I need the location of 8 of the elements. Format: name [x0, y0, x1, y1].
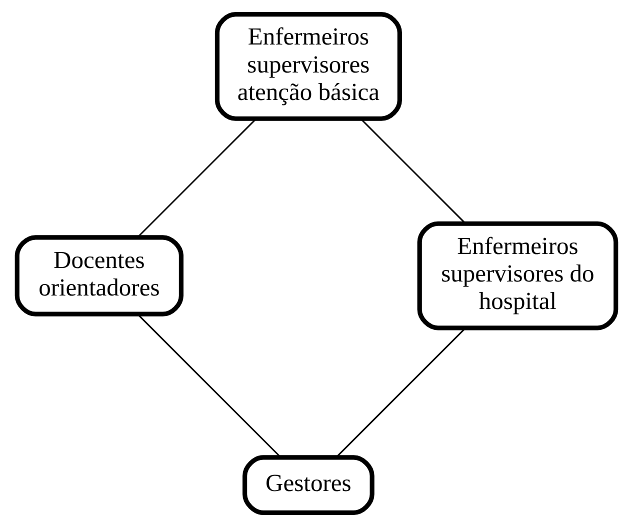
connector — [136, 314, 281, 458]
connector — [136, 118, 256, 238]
node-box: Enfermeiros supervisores atenção básica — [214, 12, 402, 121]
node-box: Docentes orientadores — [14, 235, 183, 316]
node-box: Enfermeiros supervisores do hospital — [416, 221, 618, 330]
connector — [335, 328, 466, 458]
connector — [360, 118, 466, 224]
node-box: Gestores — [242, 455, 374, 515]
